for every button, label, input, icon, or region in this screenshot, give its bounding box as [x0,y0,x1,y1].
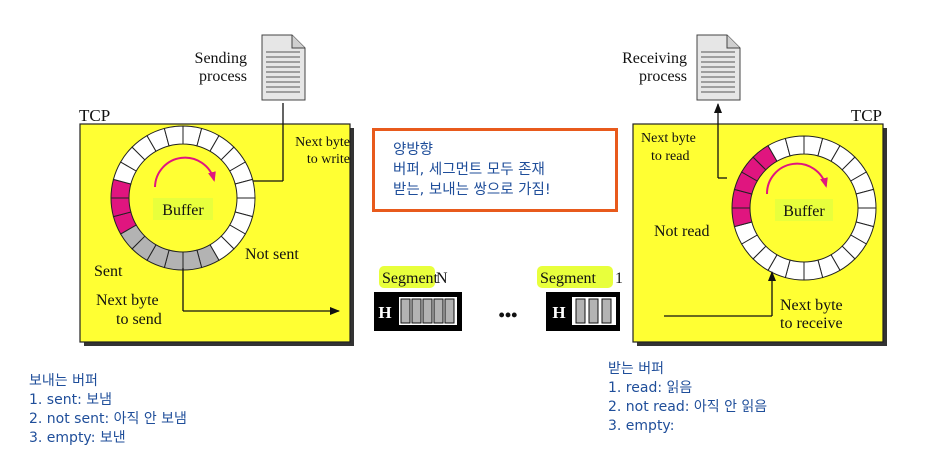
segment-n-highlight [379,266,435,288]
recv-notes-item-3: 3. empty: [608,418,675,434]
recv-notes-item-2: 2. not read: 아직 안 읽음 [608,399,768,415]
recv-buffer-notes: 받는 버퍼 1. read: 읽음 2. not read: 아직 안 읽음 3… [608,360,767,436]
next-write-label-2: to write [307,152,350,167]
sender-buffer-label: Buffer [162,202,204,219]
sender-circular-buffer [110,125,256,271]
sending-process-label-1: Sending [195,50,247,67]
sending-process-label-2: process [199,68,247,85]
segment-n: H [374,292,462,331]
receiving-process-label-1: Receiving [622,50,687,67]
sending-document-icon [261,34,306,101]
receiving-process-label-2: process [639,68,687,85]
sender-buffer-highlight [153,198,213,220]
next-receive-label-1: Next byte [780,297,843,314]
segment-1-highlight [537,266,613,288]
next-read-label-2: to read [651,149,689,164]
send-notes-item-2: 2. not sent: 아직 안 보냄 [29,411,187,427]
next-receive-label-2: to receive [780,315,843,332]
not-read-label: Not read [654,223,710,240]
receiving-document-icon [696,34,741,101]
bidirectional-callout: 양방향 버퍼, 세그먼트 모두 존재 받는, 보내는 쌍으로 가짐! [372,128,618,212]
not-sent-label: Not sent [245,246,299,263]
callout-line-2: 버퍼, 세그먼트 모두 존재 [393,162,545,178]
callout-line-3: 받는, 보내는 쌍으로 가짐! [393,182,551,198]
segment-1-header: H [552,303,565,322]
recv-notes-title: 받는 버퍼 [608,361,664,377]
segment-n-header: H [378,303,391,322]
send-notes-item-1: 1. sent: 보냄 [29,392,113,408]
segment-1-index: 1 [615,270,623,287]
receiver-rotation-arrow [765,162,828,195]
sender-rotation-arrow [154,156,216,188]
receiver-buffer-label: Buffer [783,203,825,220]
receiver-tcp-panel [632,123,884,343]
sender-buffer-cell [163,125,184,147]
callout-line-1: 양방향 [393,142,434,158]
receiver-buffer-highlight [775,199,833,221]
segment-1: H [546,292,620,331]
segment-n-index: N [436,270,448,287]
segment-n-word: Segment [382,270,439,287]
segments-ellipsis: ••• [499,305,518,325]
next-write-label-1: Next byte [295,135,350,150]
send-buffer-notes: 보내는 버퍼 1. sent: 보냄 2. not sent: 아직 안 보냄 … [29,372,187,448]
send-notes-item-3: 3. empty: 보낸 [29,430,126,446]
sender-tcp-label: TCP [79,106,110,125]
recv-notes-item-1: 1. read: 읽음 [608,380,693,396]
sent-label: Sent [94,263,123,280]
receiver-buffer-cell [784,135,805,157]
send-notes-title: 보내는 버퍼 [29,373,98,389]
next-read-label-1: Next byte [641,131,696,146]
segment-1-word: Segment [540,270,597,287]
next-send-label-1: Next byte [96,292,159,309]
receiver-circular-buffer [731,135,877,281]
next-send-label-2: to send [116,311,162,328]
receiver-tcp-label: TCP [851,106,882,125]
